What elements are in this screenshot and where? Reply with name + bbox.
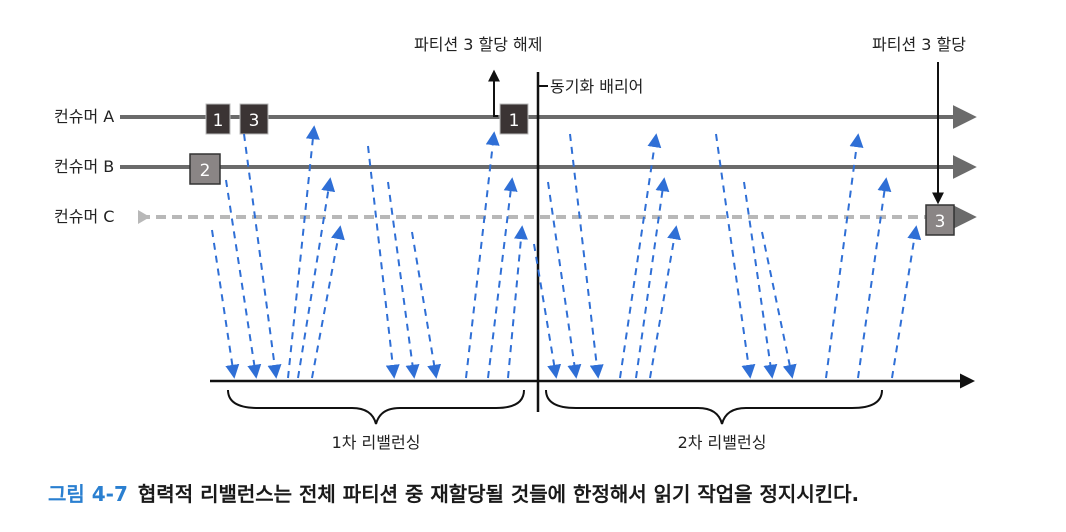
message-arrow (287, 125, 320, 379)
phase-1-brace (227, 389, 525, 425)
svg-text:2: 2 (200, 161, 211, 181)
message-arrow (387, 181, 420, 379)
message-arrow (211, 229, 240, 379)
figure-number: 그림 4-7 (48, 482, 128, 506)
message-arrow (547, 181, 582, 379)
consumer-c-start-arrow (138, 210, 150, 224)
revoke-label: 파티션 3 할당 해제 (414, 35, 542, 54)
svg-text:3: 3 (935, 212, 946, 232)
consumer-b-label: 컨슈머 B (54, 157, 114, 176)
figure-caption: 그림 4-7 협력적 리밸런스는 전체 파티션 중 재할당될 것들에 한정해서 읽… (48, 478, 859, 507)
partition-box-a1: 1 (205, 103, 231, 135)
message-arrow (761, 231, 797, 379)
message-arrow (533, 243, 562, 379)
message-arrow (311, 225, 345, 379)
consumer-a-label: 컨슈머 A (54, 107, 114, 126)
partition-box-c3: 3 (925, 204, 955, 236)
message-arrow (891, 225, 922, 379)
svg-text:1: 1 (213, 111, 224, 131)
phase-2-brace (545, 389, 883, 425)
sync-barrier-label: 동기화 배리어 (550, 77, 643, 96)
message-arrow (569, 133, 604, 379)
message-arrow (243, 133, 282, 379)
message-arrow (715, 133, 756, 379)
svg-text:1: 1 (509, 111, 520, 131)
phase-2-label: 2차 리밸런싱 (678, 433, 767, 452)
partition-box-a1-after: 1 (499, 103, 529, 135)
revoke-arrow (488, 69, 500, 117)
partition-box-a3: 3 (239, 103, 269, 135)
message-arrow (507, 225, 528, 379)
message-arrow (411, 231, 442, 379)
message-arrow (649, 225, 681, 379)
assign-label: 파티션 3 할당 (872, 35, 966, 54)
rebalance-diagram: 컨슈머 A 컨슈머 B 컨슈머 C 1 3 2 1 3 파티션 3 할당 해제 … (54, 35, 977, 452)
message-arrow (297, 177, 336, 379)
message-arrow (743, 181, 778, 379)
consumer-c-label: 컨슈머 C (54, 207, 114, 226)
message-arrow (857, 177, 892, 379)
message-arrow (619, 133, 662, 379)
svg-text:3: 3 (249, 111, 260, 131)
message-arrow (825, 133, 864, 379)
message-arrow (367, 145, 400, 379)
rebalance-messages (211, 125, 922, 379)
caption-text: 협력적 리밸런스는 전체 파티션 중 재할당될 것들에 한정해서 읽기 작업을 … (137, 482, 860, 506)
message-arrow (635, 177, 670, 379)
phase-1-label: 1차 리밸런싱 (332, 433, 421, 452)
message-arrow (465, 131, 500, 379)
message-arrow (487, 177, 518, 379)
partition-box-b2: 2 (189, 153, 221, 185)
